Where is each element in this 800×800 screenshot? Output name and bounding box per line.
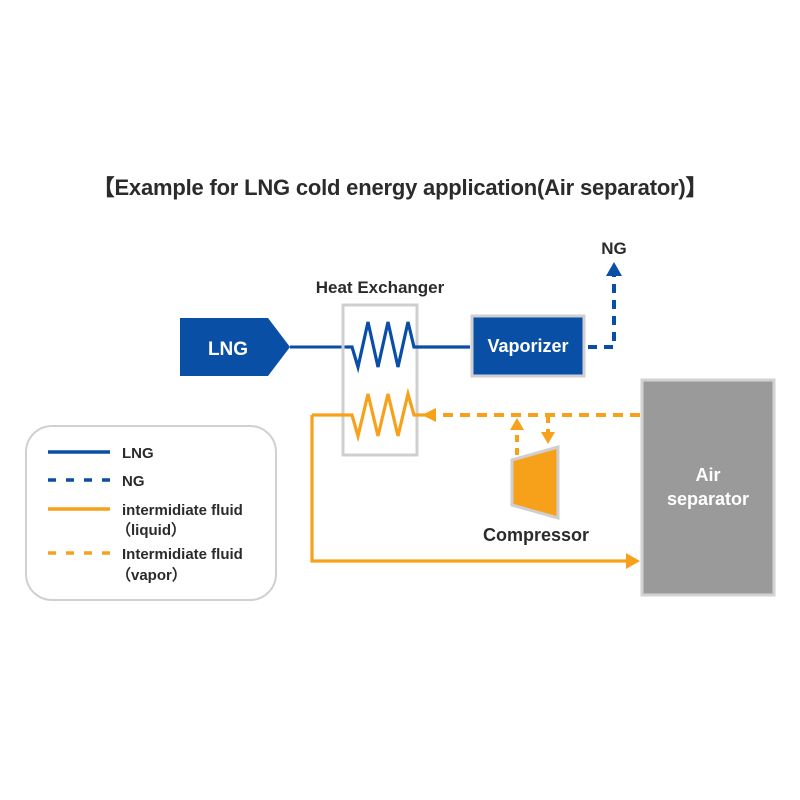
- compressor: Compressor: [483, 445, 589, 545]
- legend-label-liquid: intermidiate fluid: [122, 502, 243, 519]
- compressor-label: Compressor: [483, 525, 589, 545]
- vapor-arrow-icon: [422, 408, 436, 422]
- ng-arrow-icon: [606, 262, 622, 276]
- legend: LNG NG intermidiate fluid （liquid） Inter…: [25, 425, 277, 601]
- legend-label-vapor: Intermidiate fluid: [122, 546, 243, 563]
- vaporizer-label: Vaporizer: [487, 336, 568, 356]
- air-separator-label-line1: Air: [695, 465, 720, 485]
- ng-output-label: NG: [601, 239, 627, 258]
- lng-source: LNG: [180, 318, 290, 376]
- compressor-in-arrow-icon: [541, 432, 555, 444]
- liquid-supply-line: [310, 415, 628, 563]
- legend-sub-liquid: （liquid）: [116, 521, 186, 539]
- air-separator-label-line2: separator: [667, 489, 749, 509]
- legend-label-lng: LNG: [122, 445, 154, 462]
- lng-coil: [346, 321, 470, 374]
- lng-source-label: LNG: [208, 339, 248, 360]
- air-separator: Air separator: [640, 378, 776, 597]
- legend-box: [25, 425, 277, 601]
- heat-exchanger-box: [341, 303, 419, 457]
- liquid-arrow-icon: [626, 553, 640, 569]
- heat-exchanger-label: Heat Exchanger: [316, 278, 445, 297]
- ng-line: [588, 274, 616, 349]
- fluid-coil: [312, 387, 428, 443]
- vaporizer: Vaporizer: [470, 314, 586, 378]
- diagram-title: 【Example for LNG cold energy application…: [92, 175, 708, 200]
- legend-sub-vapor: （vapor）: [116, 566, 187, 584]
- legend-label-ng: NG: [122, 473, 145, 490]
- heat-exchanger: Heat Exchanger: [312, 278, 470, 457]
- compressor-out-arrow-icon: [510, 418, 524, 430]
